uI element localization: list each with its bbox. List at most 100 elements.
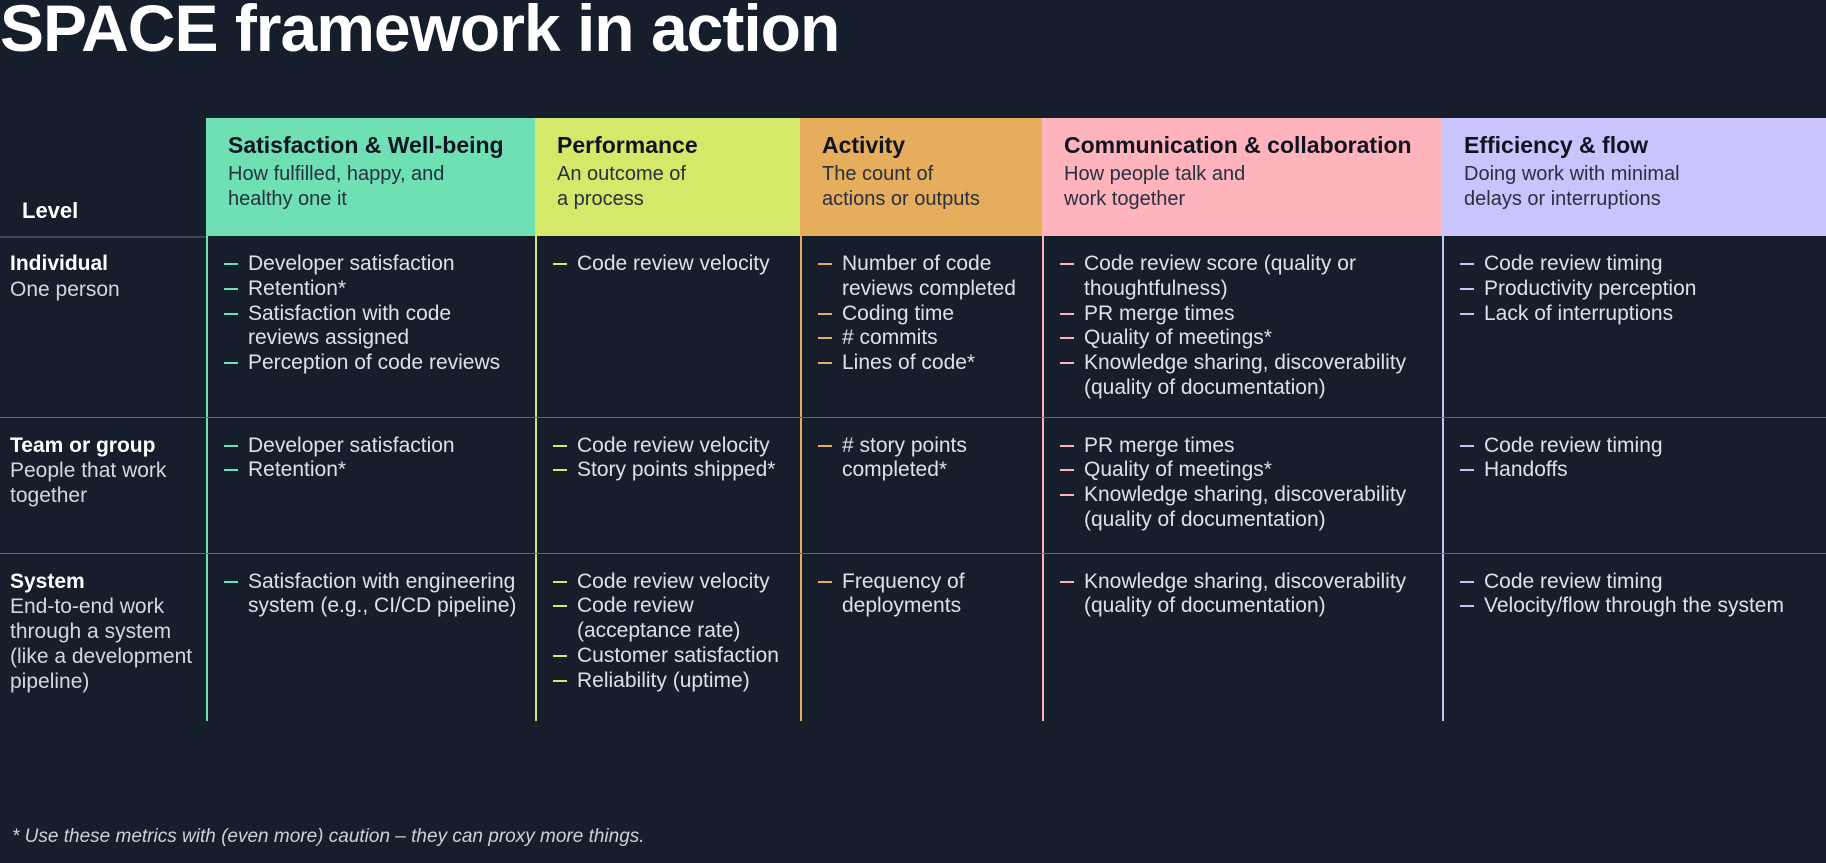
page-title: SPACE framework in action	[0, 0, 840, 65]
metric-label: Retention*	[248, 458, 347, 482]
metric-label: # story points completed*	[842, 433, 967, 482]
list-item: Developer satisfaction	[222, 252, 519, 277]
list-item: Number of code reviews completed	[816, 252, 1026, 302]
list-item: Code review velocity	[551, 570, 784, 595]
header-subtitle-line: work together	[1064, 187, 1186, 210]
list-item: PR merge times	[1058, 302, 1426, 327]
metric-label: Satisfaction with engineering system (e.…	[248, 569, 517, 618]
header-subtitle-line: a process	[557, 187, 644, 210]
header-subtitle-line: An outcome of	[557, 163, 686, 186]
list-item: # commits	[816, 326, 1026, 351]
dash-bullet-icon	[1460, 469, 1474, 472]
metric-label: Coding time	[842, 301, 955, 325]
cell-activity-2: Frequency of deployments	[800, 553, 1042, 721]
header-subtitle-line: healthy one it	[228, 187, 347, 210]
dash-bullet-icon	[224, 287, 238, 290]
metric-label: Story points shipped*	[577, 458, 776, 482]
list-item: Developer satisfaction	[222, 434, 519, 459]
metric-label: PR merge times	[1084, 433, 1235, 457]
list-item: Knowledge sharing, discoverability (qual…	[1058, 351, 1426, 401]
metric-label: Velocity/flow through the system	[1484, 594, 1784, 618]
list-item: Handoffs	[1458, 458, 1810, 483]
metric-label: Knowledge sharing, discoverability (qual…	[1084, 569, 1407, 618]
metric-label: Reliability (uptime)	[577, 668, 750, 692]
footnote: * Use these metrics with (even more) cau…	[12, 826, 645, 847]
metric-list: # story points completed*	[816, 434, 1026, 484]
header-title-communication: Communication & collaboration	[1064, 132, 1412, 158]
header-separator	[0, 236, 206, 238]
dash-bullet-icon	[1060, 263, 1074, 265]
metric-label: # commits	[842, 326, 938, 350]
list-item: Knowledge sharing, discoverability (qual…	[1058, 483, 1426, 533]
list-item: PR merge times	[1058, 434, 1426, 459]
list-item: Quality of meetings*	[1058, 326, 1426, 351]
dash-bullet-icon	[818, 362, 832, 365]
dash-bullet-icon	[818, 580, 832, 583]
metric-label: Productivity perception	[1484, 276, 1697, 300]
dash-bullet-icon	[224, 263, 238, 265]
dash-bullet-icon	[1060, 312, 1074, 315]
dash-bullet-icon	[1460, 263, 1474, 265]
list-item: Frequency of deployments	[816, 570, 1026, 620]
header-level-label: Level	[22, 198, 79, 223]
header-title-efficiency: Efficiency & flow	[1464, 132, 1649, 158]
metric-label: Code review timing	[1484, 252, 1663, 275]
metric-label: Lines of code*	[842, 351, 976, 375]
header-title-satisfaction: Satisfaction & Well-being	[228, 132, 504, 158]
dash-bullet-icon	[1060, 444, 1074, 447]
header-subtitle-line: How people talk and	[1064, 163, 1246, 186]
list-item: Lines of code*	[816, 351, 1026, 376]
row-level-desc: People that work together	[10, 459, 167, 508]
list-item: Lack of interruptions	[1458, 302, 1810, 327]
dash-bullet-icon	[818, 337, 832, 340]
header-subtitle-line: How fulfilled, happy, and	[228, 163, 445, 186]
metric-label: PR merge times	[1084, 301, 1235, 325]
header-subtitle-line: actions or outputs	[822, 187, 980, 210]
list-item: # story points completed*	[816, 434, 1026, 484]
metric-list: Satisfaction with engineering system (e.…	[222, 570, 519, 620]
dash-bullet-icon	[553, 679, 567, 682]
metric-label: Perception of code reviews	[248, 351, 501, 375]
cell-communication-2: Knowledge sharing, discoverability (qual…	[1042, 553, 1442, 721]
metric-label: Satisfaction with code reviews assigned	[248, 301, 452, 350]
header-subtitle-line: Doing work with minimal	[1464, 163, 1680, 186]
dash-bullet-icon	[1460, 580, 1474, 583]
list-item: Retention*	[222, 277, 519, 302]
header-title-performance: Performance	[557, 132, 698, 158]
metric-label: Quality of meetings*	[1084, 326, 1272, 350]
list-item: Code review (acceptance rate)	[551, 594, 784, 644]
metric-list: Frequency of deployments	[816, 570, 1026, 620]
metric-label: Quality of meetings*	[1084, 458, 1272, 482]
dash-bullet-icon	[1460, 312, 1474, 315]
list-item: Retention*	[222, 458, 519, 483]
header-cell-level: Level	[0, 118, 206, 236]
metric-label: Frequency of deployments	[842, 569, 965, 618]
list-item: Code review timing	[1458, 252, 1810, 277]
list-item: Customer satisfaction	[551, 644, 784, 669]
metric-list: Code review velocity	[551, 252, 784, 277]
metric-label: Code review (acceptance rate)	[577, 594, 741, 643]
dash-bullet-icon	[818, 312, 832, 315]
metric-list: Knowledge sharing, discoverability (qual…	[1058, 570, 1426, 620]
row-level-name: Individual	[10, 252, 109, 275]
list-item: Satisfaction with code reviews assigned	[222, 302, 519, 352]
dash-bullet-icon	[224, 444, 238, 447]
